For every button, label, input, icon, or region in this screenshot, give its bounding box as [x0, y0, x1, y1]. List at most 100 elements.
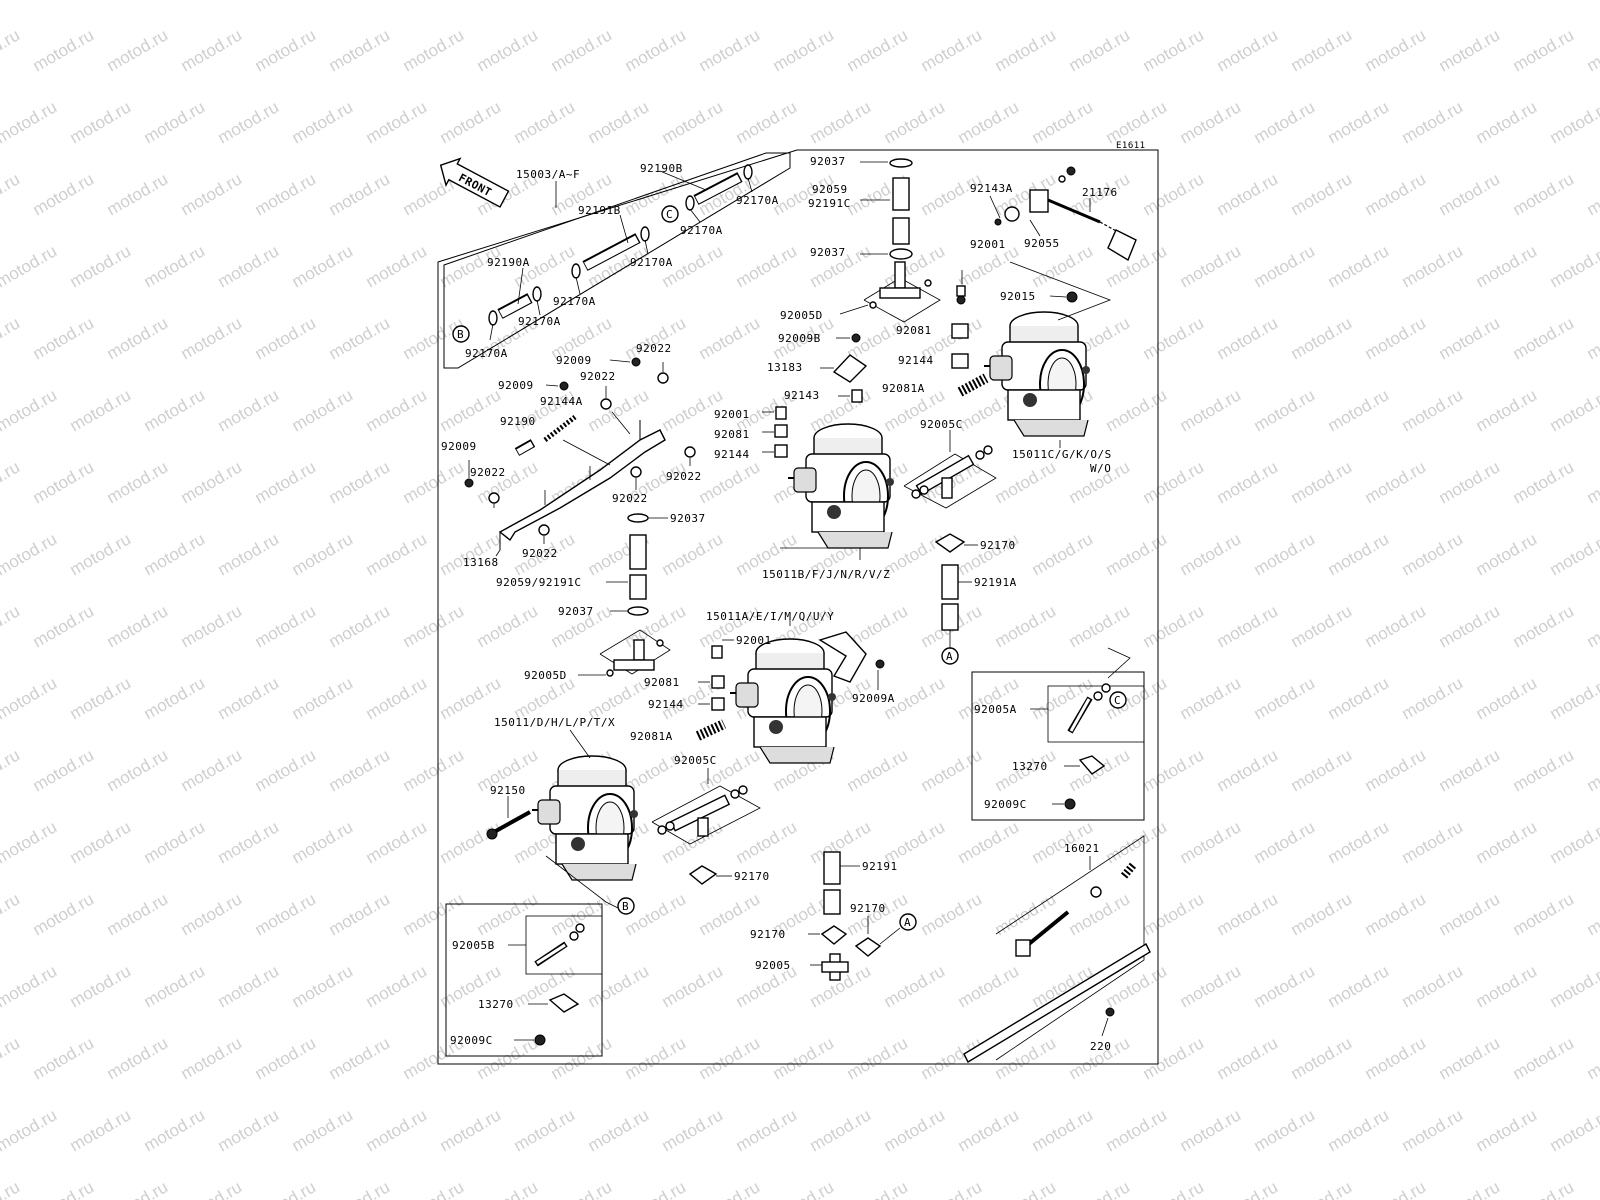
watermark-text: motod.ru — [67, 673, 135, 723]
watermark-text: motod.ru — [363, 961, 431, 1011]
watermark-text: motod.ru — [215, 673, 283, 723]
watermark-text: motod.ru — [585, 97, 653, 147]
svg-text:13168: 13168 — [463, 556, 499, 569]
watermark-text: motod.ru — [1436, 1033, 1504, 1083]
watermark-text: motod.ru — [326, 601, 394, 651]
watermark-text: motod.ru — [1510, 601, 1578, 651]
watermark-text: motod.ru — [1103, 817, 1171, 867]
watermark-text: motod.ru — [1066, 1177, 1134, 1200]
svg-text:92022: 92022 — [636, 342, 672, 355]
svg-text:92144: 92144 — [898, 354, 934, 367]
spring-92144A — [543, 415, 577, 442]
watermark-text: motod.ru — [1029, 0, 1097, 3]
svg-text:15011A/E/I/M/Q/U/Y: 15011A/E/I/M/Q/U/Y — [706, 610, 834, 623]
watermark-text: motod.ru — [1473, 673, 1541, 723]
svg-text:W/O: W/O — [1090, 462, 1111, 475]
watermark-text: motod.ru — [104, 169, 172, 219]
watermark-text: motod.ru — [289, 961, 357, 1011]
svg-text:15011C/G/K/O/S: 15011C/G/K/O/S — [1012, 448, 1112, 461]
watermark-text: motod.ru — [1066, 889, 1134, 939]
watermark-text: motod.ru — [1251, 673, 1319, 723]
carb-15011 — [531, 755, 639, 881]
watermark-text: motod.ru — [67, 1105, 135, 1155]
watermark-text: motod.ru — [178, 457, 246, 507]
watermark-text: motod.ru — [1140, 169, 1208, 219]
watermark-text: motod.ru — [1547, 673, 1600, 723]
svg-text:220: 220 — [1090, 1040, 1111, 1053]
watermark-text: motod.ru — [1177, 0, 1245, 3]
linkage-hardware — [464, 357, 696, 536]
watermark-text: motod.ru — [1140, 1033, 1208, 1083]
watermark-text: motod.ru — [1325, 0, 1393, 3]
watermark-text: motod.ru — [67, 529, 135, 579]
svg-text:92190: 92190 — [500, 415, 536, 428]
svg-text:92143: 92143 — [784, 389, 820, 402]
watermark-text: motod.ru — [1399, 97, 1467, 147]
watermark-text: motod.ru — [141, 673, 209, 723]
watermark-text: motod.ru — [1325, 1105, 1393, 1155]
svg-text:92005B: 92005B — [452, 939, 495, 952]
svg-text:92009A: 92009A — [852, 692, 895, 705]
watermark-text: motod.ru — [1103, 529, 1171, 579]
watermark-text: motod.ru — [1547, 0, 1600, 3]
svg-text:92005D: 92005D — [524, 669, 567, 682]
watermark-text: motod.ru — [844, 1033, 912, 1083]
watermark-text: motod.ru — [770, 1177, 838, 1200]
watermark-text: motod.ru — [511, 97, 579, 147]
watermark-text: motod.ru — [622, 1177, 690, 1200]
watermark-text: motod.ru — [252, 169, 320, 219]
fitting-92005A — [1067, 683, 1111, 734]
watermark-text: motod.ru — [474, 1177, 542, 1200]
watermark-text: motod.ru — [104, 1033, 172, 1083]
watermark-text: motod.ru — [437, 1105, 505, 1155]
svg-text:92081A: 92081A — [882, 382, 925, 395]
watermark-text: motod.ru — [1140, 601, 1208, 651]
watermark-text: motod.ru — [326, 169, 394, 219]
watermark-text: motod.ru — [67, 817, 135, 867]
watermark-text: motod.ru — [30, 601, 98, 651]
watermark-text: motod.ru — [955, 1105, 1023, 1155]
watermark-text: motod.ru — [733, 817, 801, 867]
hose-92191B — [582, 233, 641, 271]
watermark-text: motod.ru — [30, 457, 98, 507]
watermark-text: motod.ru — [770, 25, 838, 75]
watermark-text: motod.ru — [252, 1033, 320, 1083]
watermark-text: motod.ru — [955, 0, 1023, 3]
svg-text:92144: 92144 — [648, 698, 684, 711]
svg-text:92170: 92170 — [980, 539, 1016, 552]
watermark-text: motod.ru — [881, 97, 949, 147]
watermark-text: motod.ru — [1288, 601, 1356, 651]
watermark-text: motod.ru — [1473, 97, 1541, 147]
watermark-text: motod.ru — [178, 25, 246, 75]
watermark-text: motod.ru — [1584, 1033, 1600, 1083]
svg-text:92190A: 92190A — [487, 256, 530, 269]
watermark-text: motod.ru — [437, 97, 505, 147]
watermark-text: motod.ru — [807, 0, 875, 3]
plate-13270-right — [1078, 755, 1106, 775]
spring-92081A — [957, 373, 989, 397]
watermark-text: motod.ru — [511, 1105, 579, 1155]
watermark-text: motod.ru — [1251, 241, 1319, 291]
watermark-text: motod.ru — [1325, 97, 1393, 147]
watermark-text: motod.ru — [1362, 601, 1430, 651]
watermark-text: motod.ru — [1436, 889, 1504, 939]
watermark-text: motod.ru — [1214, 313, 1282, 363]
watermark-text: motod.ru — [1251, 97, 1319, 147]
watermark-text: motod.ru — [1140, 745, 1208, 795]
watermark-text: motod.ru — [67, 241, 135, 291]
fitting-92005C-lower — [657, 785, 748, 837]
svg-text:C: C — [666, 208, 673, 221]
watermark-text: motod.ru — [1547, 529, 1600, 579]
watermark-text: motod.ru — [326, 1177, 394, 1200]
kit-box-92005A — [971, 671, 1145, 821]
hose-92190B — [693, 172, 743, 205]
svg-text:92170A: 92170A — [518, 315, 561, 328]
svg-text:92059: 92059 — [812, 183, 848, 196]
svg-text:92150: 92150 — [490, 784, 526, 797]
watermark-text: motod.ru — [326, 313, 394, 363]
watermark-text: motod.ru — [215, 529, 283, 579]
watermark-text: motod.ru — [1288, 25, 1356, 75]
watermark-text: motod.ru — [1251, 961, 1319, 1011]
